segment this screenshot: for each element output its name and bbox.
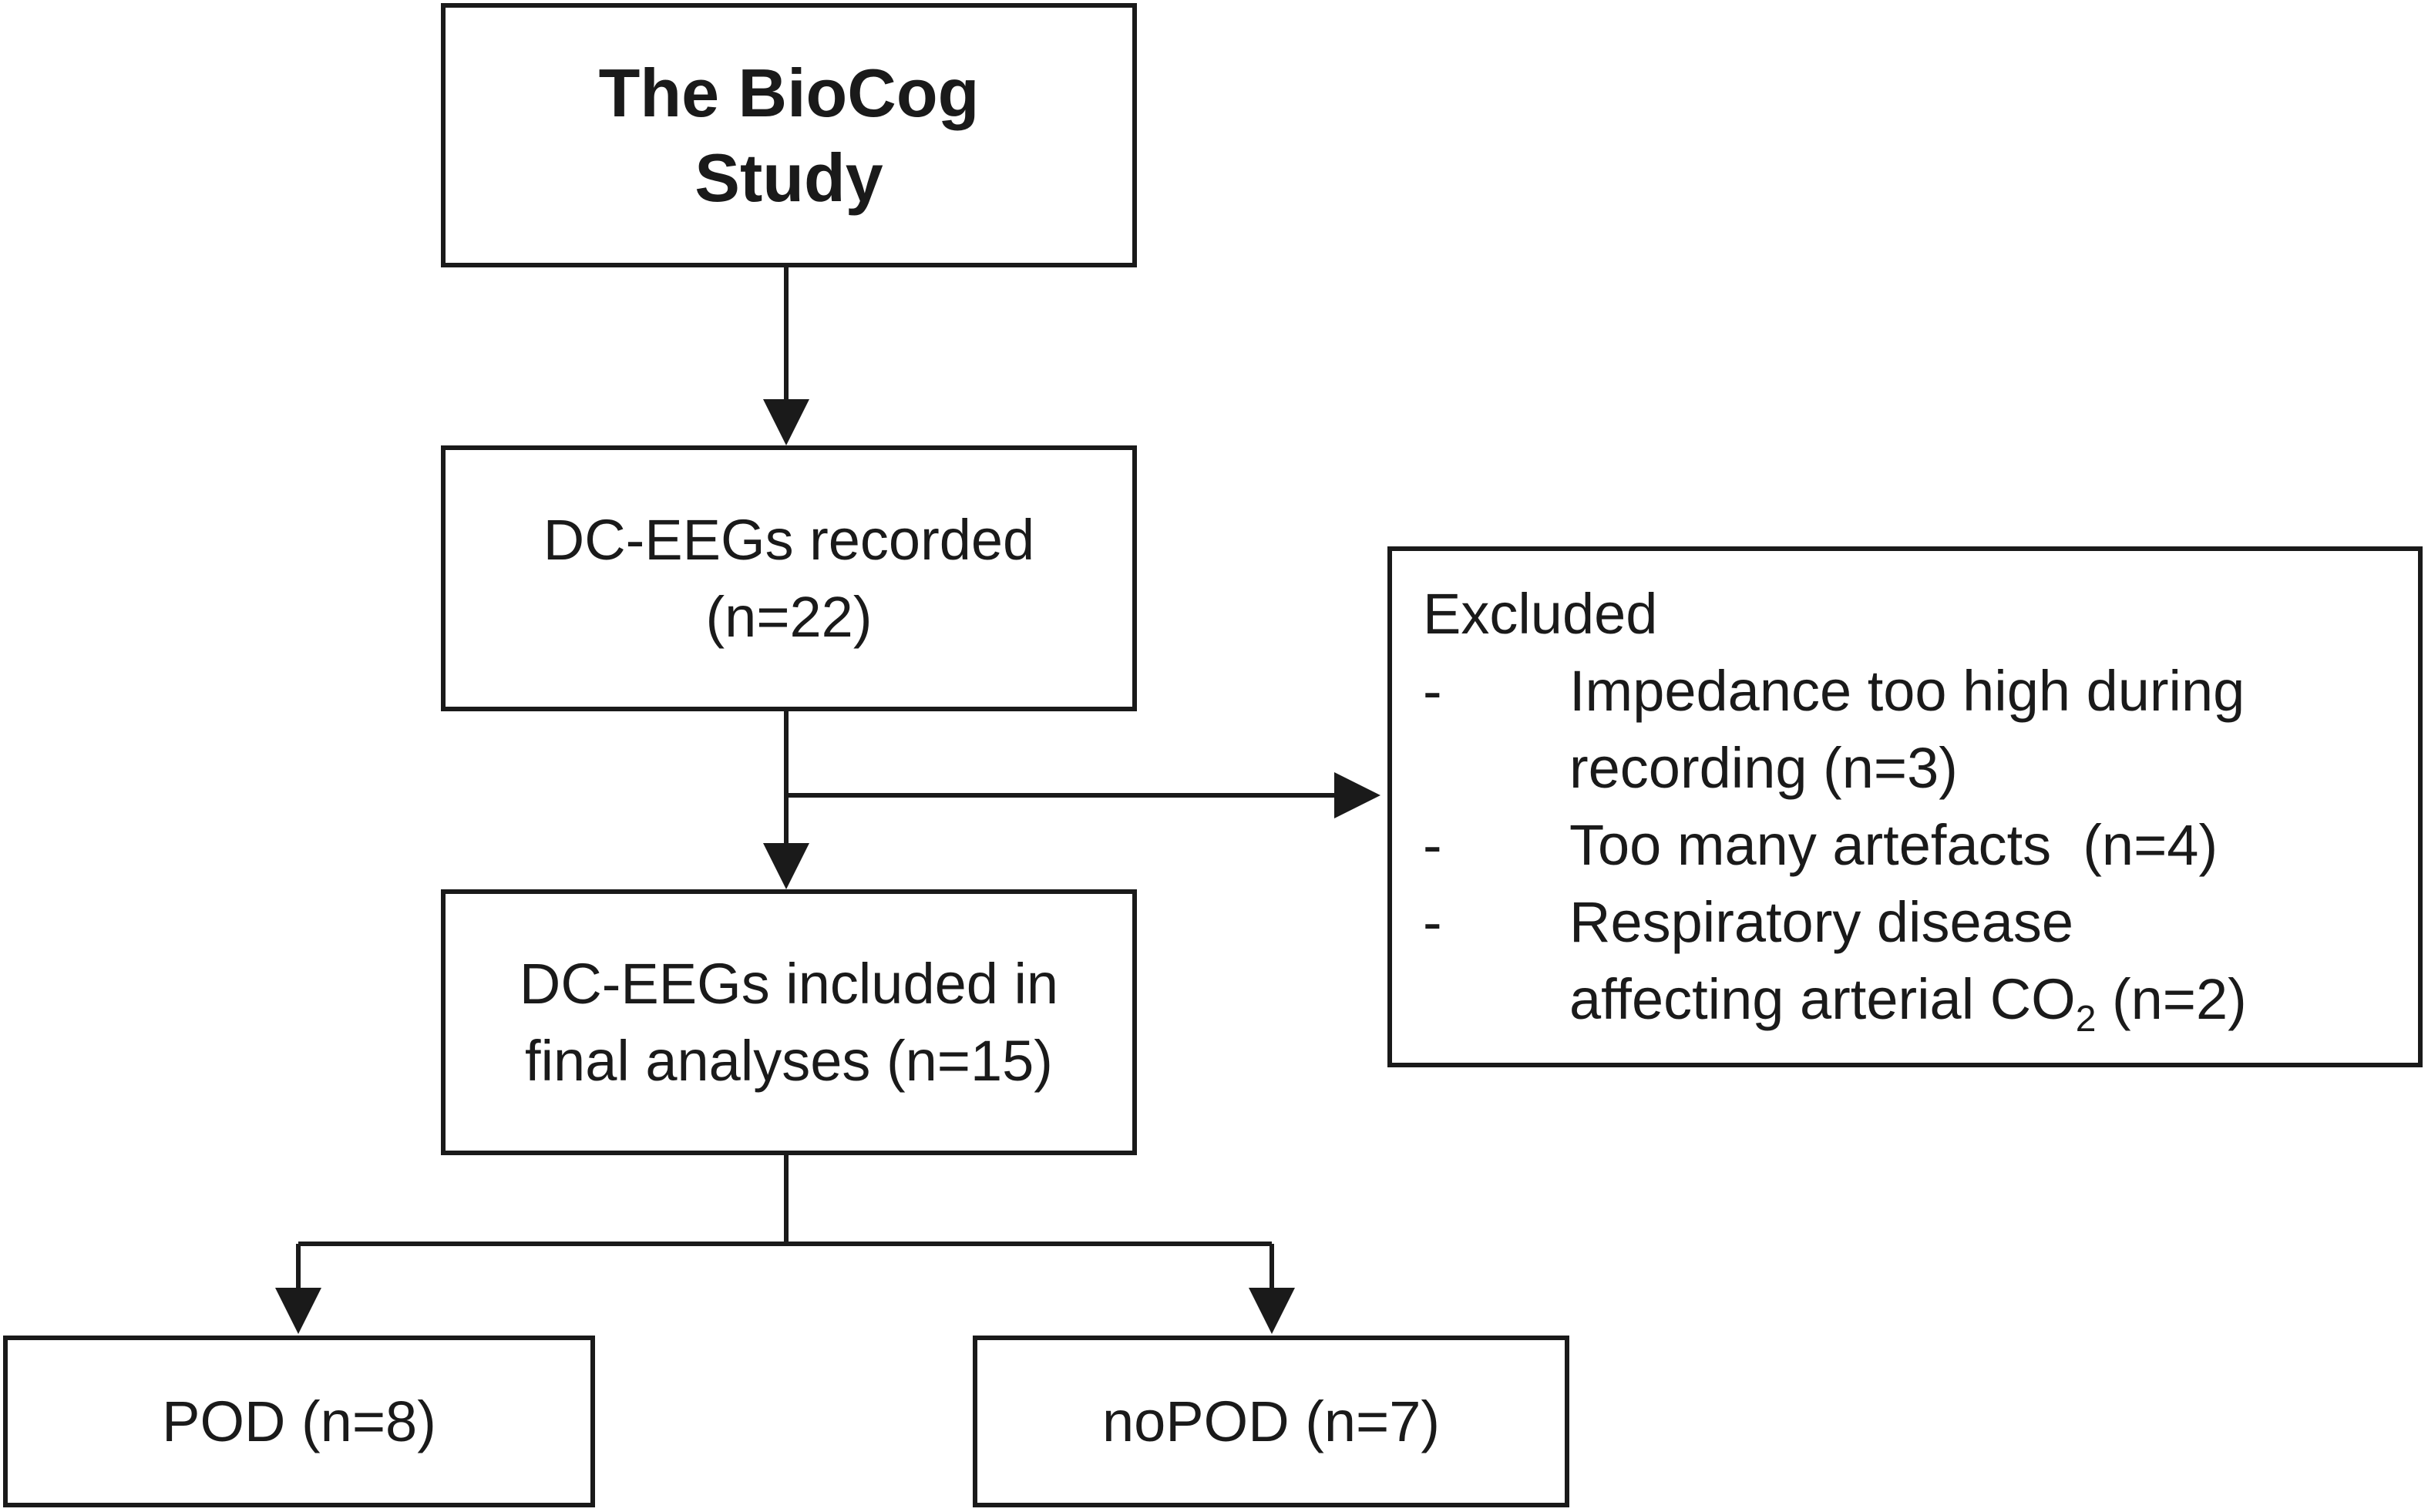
excluded-item-line: Impedance too high during: [1569, 659, 2245, 723]
recorded-line1: DC-EEGs recorded: [543, 507, 1035, 572]
bullet-dash: -: [1423, 659, 1442, 723]
nopod-box: noPOD (n=7): [973, 1336, 1569, 1507]
included-line1: DC-EEGs included in: [519, 951, 1059, 1016]
excluded-item-line: Respiratory disease: [1569, 890, 2073, 954]
co2-prefix: affecting arterial CO: [1569, 967, 2076, 1031]
study-box: The BioCog Study: [441, 3, 1137, 267]
recorded-line2: (n=22): [705, 584, 873, 649]
excluded-box: Excluded - Impedance too high during rec…: [1387, 546, 2423, 1067]
co2-subscript: 2: [2075, 998, 2097, 1040]
excluded-item-impedance: - Impedance too high during recording (n…: [1423, 653, 2245, 807]
excluded-item-line: Too many artefacts (n=4): [1569, 813, 2218, 877]
excluded-item-line-co2: affecting arterial CO2 (n=2): [1569, 961, 2247, 1038]
pod-box: POD (n=8): [3, 1336, 595, 1507]
excluded-item-artefacts: - Too many artefacts (n=4): [1423, 807, 2218, 884]
included-box: DC-EEGs included in final analyses (n=15…: [441, 889, 1137, 1155]
bullet-dash: -: [1423, 813, 1442, 877]
study-title-line2: Study: [694, 139, 883, 216]
recorded-box: DC-EEGs recorded (n=22): [441, 445, 1137, 711]
excluded-item-line: recording (n=3): [1569, 736, 1958, 800]
excluded-item-respiratory: - Respiratory disease affecting arterial…: [1423, 884, 2247, 1038]
included-line2: final analyses (n=15): [525, 1028, 1053, 1093]
study-title-line1: The BioCog: [598, 54, 980, 131]
pod-label: POD (n=8): [162, 1389, 436, 1453]
co2-suffix: (n=2): [2096, 967, 2247, 1031]
bullet-dash: -: [1423, 890, 1442, 954]
excluded-title: Excluded: [1423, 582, 1658, 646]
nopod-label: noPOD (n=7): [1101, 1389, 1441, 1453]
